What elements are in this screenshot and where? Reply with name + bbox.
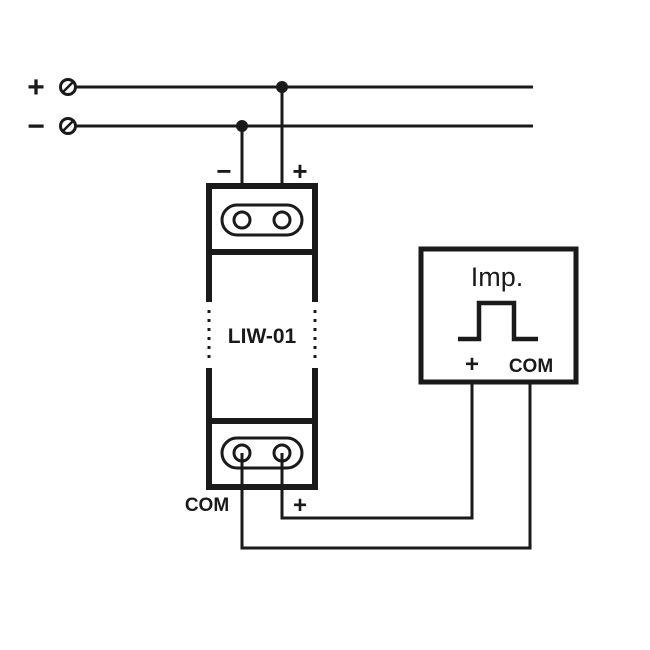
com-output-wire bbox=[240, 382, 532, 550]
minus-terminal-screw-icon bbox=[59, 117, 77, 135]
meter-name-label: LIW-01 bbox=[228, 325, 297, 348]
meter-top-plus-label: + bbox=[292, 156, 307, 186]
meter-bottom-com-label: COM bbox=[185, 495, 229, 516]
supply-plus-label: + bbox=[27, 71, 45, 104]
meter-bottom-plus-label: + bbox=[293, 492, 307, 519]
impulse-plus-label: + bbox=[465, 351, 479, 378]
impulse-device-box bbox=[418, 246, 579, 385]
impulse-com-label: COM bbox=[509, 356, 553, 377]
plus-output-wire bbox=[280, 382, 474, 520]
plus-terminal-screw-icon bbox=[59, 78, 77, 96]
minus-junction-dot bbox=[236, 120, 248, 132]
supply-minus-label: − bbox=[27, 110, 45, 143]
plus-junction-dot bbox=[276, 81, 288, 93]
meter-top-minus-label: − bbox=[216, 156, 231, 186]
top-left-screw-icon bbox=[232, 210, 252, 230]
pulse-waveform-icon bbox=[458, 300, 538, 342]
top-right-screw-icon bbox=[272, 210, 292, 230]
output-wires bbox=[240, 382, 532, 550]
impulse-device-title: Imp. bbox=[471, 262, 524, 292]
supply-rails bbox=[75, 85, 533, 128]
meter-body bbox=[206, 183, 318, 490]
